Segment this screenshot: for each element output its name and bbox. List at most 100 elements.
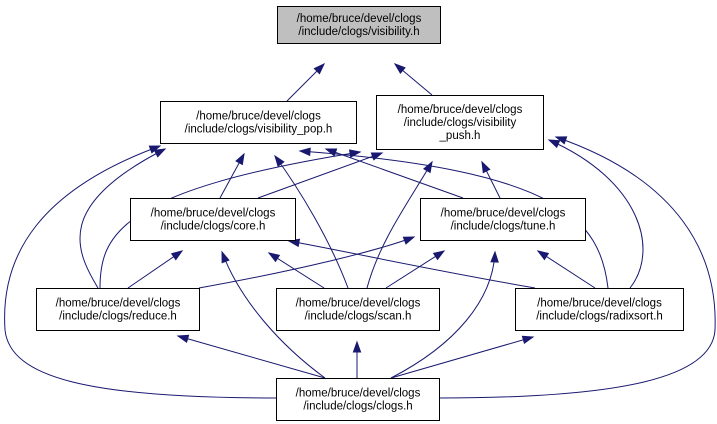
node-box [376, 95, 544, 150]
edge-reduce-to-core [127, 250, 184, 289]
edge-scan-to-visibility_pop [274, 154, 349, 289]
edge-line [548, 139, 644, 289]
edge-core-to-visibility_push [257, 152, 384, 199]
node-label-line: _push.h [439, 130, 481, 142]
node-label-line: /include/clogs/visibility_pop.h [185, 124, 333, 136]
arrowhead [153, 148, 167, 158]
node-tune-h[interactable]: /home/bruce/devel/clogs/include/clogs/tu… [420, 198, 586, 241]
arrowhead [298, 147, 311, 157]
edge-clogs-to-core [221, 250, 326, 379]
node-layer: /home/bruce/devel/clogs/include/clogs/vi… [36, 6, 684, 421]
arrowhead [148, 145, 162, 154]
node-visibility-pop-h[interactable]: /home/bruce/devel/clogs/include/clogs/vi… [160, 101, 357, 144]
arrowhead [554, 136, 568, 145]
edge-line [127, 250, 183, 289]
arrowhead [423, 160, 433, 174]
node-label-line: /home/bruce/devel/clogs [537, 298, 662, 310]
node-label-line: /include/clogs/tune.h [451, 221, 556, 233]
arrowhead [267, 252, 281, 263]
node-label-line: /home/bruce/devel/clogs [151, 208, 276, 220]
node-box [420, 198, 586, 241]
node-box [160, 101, 357, 144]
edge-scan-to-tune [385, 250, 446, 289]
node-label-line: /include/clogs/scan.h [305, 311, 412, 323]
node-label-line: /home/bruce/devel/clogs [441, 208, 566, 220]
edge-line [257, 152, 383, 199]
node-label-line: /home/bruce/devel/clogs [56, 298, 181, 310]
edge-line [390, 336, 534, 379]
edge-line [221, 251, 326, 379]
edge-clogs-to-scan [352, 340, 362, 378]
edge-line [79, 148, 166, 289]
edge-clogs-to-tune [390, 250, 499, 379]
arrowhead [348, 149, 362, 158]
edge-clogs-to-reduce [176, 334, 326, 379]
arrowhead [370, 152, 384, 161]
edge-line [4, 145, 277, 399]
node-label-line: /home/bruce/devel/clogs [296, 298, 421, 310]
edge-scan-to-core [267, 252, 325, 289]
edge-line [268, 252, 325, 289]
edge-line [385, 250, 445, 289]
node-label-line: /home/bruce/devel/clogs [297, 13, 422, 25]
node-reduce-h[interactable]: /home/bruce/devel/clogs/include/clogs/re… [36, 288, 200, 331]
edge-reduce-to-tune [198, 236, 416, 289]
arrowhead [521, 335, 535, 345]
arrowhead [432, 250, 446, 261]
node-core-h[interactable]: /home/bruce/devel/clogs/include/clogs/co… [130, 198, 296, 241]
arrowhead [176, 334, 190, 344]
node-box [130, 198, 296, 241]
edge-line [366, 161, 433, 289]
edge-line [325, 148, 464, 199]
edge-clogs-to-visibility_pop [4, 145, 277, 399]
edge-layer [4, 62, 716, 399]
edge-scan-to-visibility_push [366, 160, 433, 289]
edge-reduce-to-visibility_pop [79, 148, 167, 289]
edge-radixsort-to-tune [536, 250, 596, 289]
edge-line [177, 335, 326, 379]
node-box [276, 378, 440, 421]
arrowhead [221, 250, 230, 264]
arrowhead [402, 236, 416, 245]
node-label-line: /home/bruce/devel/clogs [196, 111, 321, 123]
node-clogs-h[interactable]: /home/bruce/devel/clogs/include/clogs/cl… [276, 378, 440, 421]
arrowhead [274, 154, 285, 168]
node-box [36, 288, 200, 331]
node-box [276, 288, 440, 331]
node-radixsort-h[interactable]: /home/bruce/devel/clogs/include/clogs/ra… [515, 288, 684, 331]
edge-tune-to-visibility_pop [324, 148, 464, 199]
edge-tune-to-visibility_push [481, 160, 501, 199]
node-label-line: /include/clogs/reduce.h [59, 311, 177, 323]
arrowhead [352, 340, 362, 353]
edge-line [198, 236, 415, 289]
edge-line [288, 240, 536, 289]
edge-clogs-to-visibility_push [438, 136, 716, 399]
node-label-line: /home/bruce/devel/clogs [398, 104, 523, 116]
node-visibility-h[interactable]: /home/bruce/devel/clogs/include/clogs/vi… [277, 6, 441, 44]
arrowhead [536, 250, 550, 261]
node-visibility-push-h[interactable]: /home/bruce/devel/clogs/include/clogs/vi… [376, 95, 544, 150]
arrowhead [313, 62, 326, 75]
edge-radixsort-to-visibility_push [547, 139, 644, 289]
edge-visibility_pop-to-visibility [286, 62, 326, 102]
node-label-line: /include/clogs/core.h [161, 221, 266, 233]
arrowhead [324, 148, 338, 157]
edge-line [438, 136, 716, 399]
edge-core-to-visibility_pop [219, 152, 245, 199]
edge-line [537, 250, 596, 289]
node-label-line: /include/clogs/radixsort.h [536, 311, 663, 323]
arrowhead [490, 250, 499, 263]
node-scan-h[interactable]: /home/bruce/devel/clogs/include/clogs/sc… [276, 288, 440, 331]
node-box [277, 6, 441, 44]
arrowhead [547, 139, 561, 149]
arrowhead [393, 63, 406, 75]
arrowhead [235, 152, 245, 166]
node-box [515, 288, 684, 331]
node-label-line: /include/clogs/clogs.h [303, 401, 412, 413]
node-label-line: /include/clogs/visibility [404, 117, 517, 129]
node-label-line: /home/bruce/devel/clogs [296, 388, 421, 400]
edge-visibility_push-to-visibility [393, 63, 433, 96]
node-label-line: /include/clogs/visibility.h [298, 26, 419, 38]
edge-clogs-to-radixsort [390, 335, 535, 379]
